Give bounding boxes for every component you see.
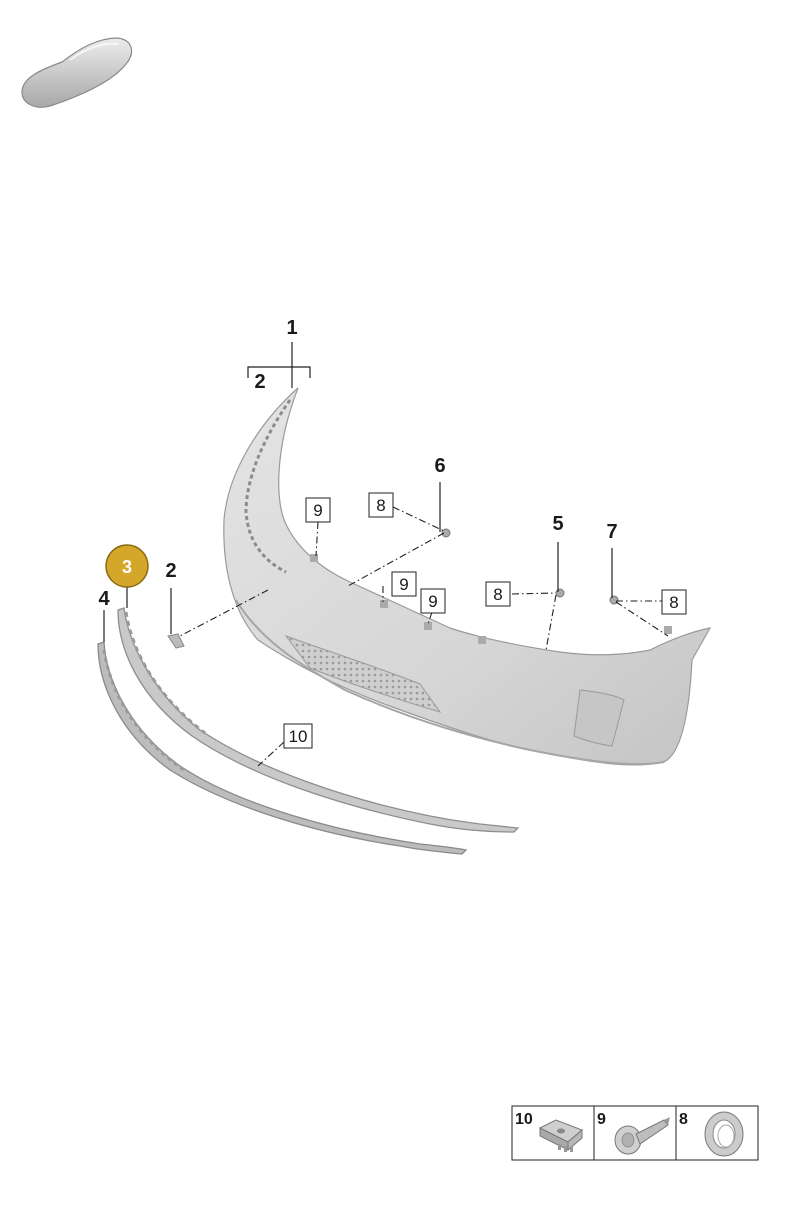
- box-9-c: 9: [420, 588, 446, 614]
- svg-text:8: 8: [493, 585, 502, 604]
- callout-6: 6: [434, 455, 445, 477]
- grommet-icon: [704, 1111, 744, 1157]
- legend-item-10[interactable]: 10: [515, 1111, 583, 1152]
- box-9-b: 9: [391, 571, 417, 597]
- svg-text:10: 10: [289, 727, 308, 746]
- callout-3: 3: [122, 557, 132, 577]
- box-9-a: 9: [305, 497, 331, 523]
- car-silhouette-icon: [21, 37, 133, 108]
- box-8-b: 8: [485, 581, 511, 607]
- leader-lines: [103, 342, 669, 767]
- box-8-c: 8: [661, 589, 687, 615]
- svg-text:8: 8: [669, 593, 678, 612]
- box-8-a: 8: [368, 492, 394, 518]
- fastener-6: [441, 528, 451, 538]
- bumper-bracket: [167, 633, 185, 649]
- callout-2-top: 2: [254, 371, 265, 393]
- legend-item-9[interactable]: 9: [597, 1111, 670, 1155]
- svg-text:8: 8: [679, 1111, 688, 1128]
- front-bumper-cover: [223, 387, 712, 766]
- svg-text:9: 9: [313, 501, 322, 520]
- svg-text:9: 9: [428, 592, 437, 611]
- callout-2-side: 2: [165, 560, 176, 582]
- callout-5: 5: [552, 513, 563, 535]
- callout-1: 1: [286, 317, 297, 339]
- fastener-5: [555, 588, 565, 598]
- clip-nut-icon: [538, 1119, 583, 1152]
- svg-text:9: 9: [399, 575, 408, 594]
- callout-3-highlight[interactable]: 3: [105, 544, 149, 588]
- svg-text:9: 9: [597, 1111, 606, 1128]
- callout-4: 4: [98, 588, 110, 610]
- lower-trim-strip: [97, 641, 468, 855]
- spoiler-lip: [117, 607, 520, 833]
- box-10: 10: [283, 723, 313, 749]
- callout-7: 7: [606, 521, 617, 543]
- legend-item-8[interactable]: 8: [679, 1111, 744, 1157]
- svg-text:8: 8: [376, 496, 385, 515]
- svg-text:10: 10: [515, 1111, 533, 1128]
- fastener-legend: 10 9 8: [511, 1105, 759, 1161]
- expanding-rivet-icon: [614, 1117, 670, 1155]
